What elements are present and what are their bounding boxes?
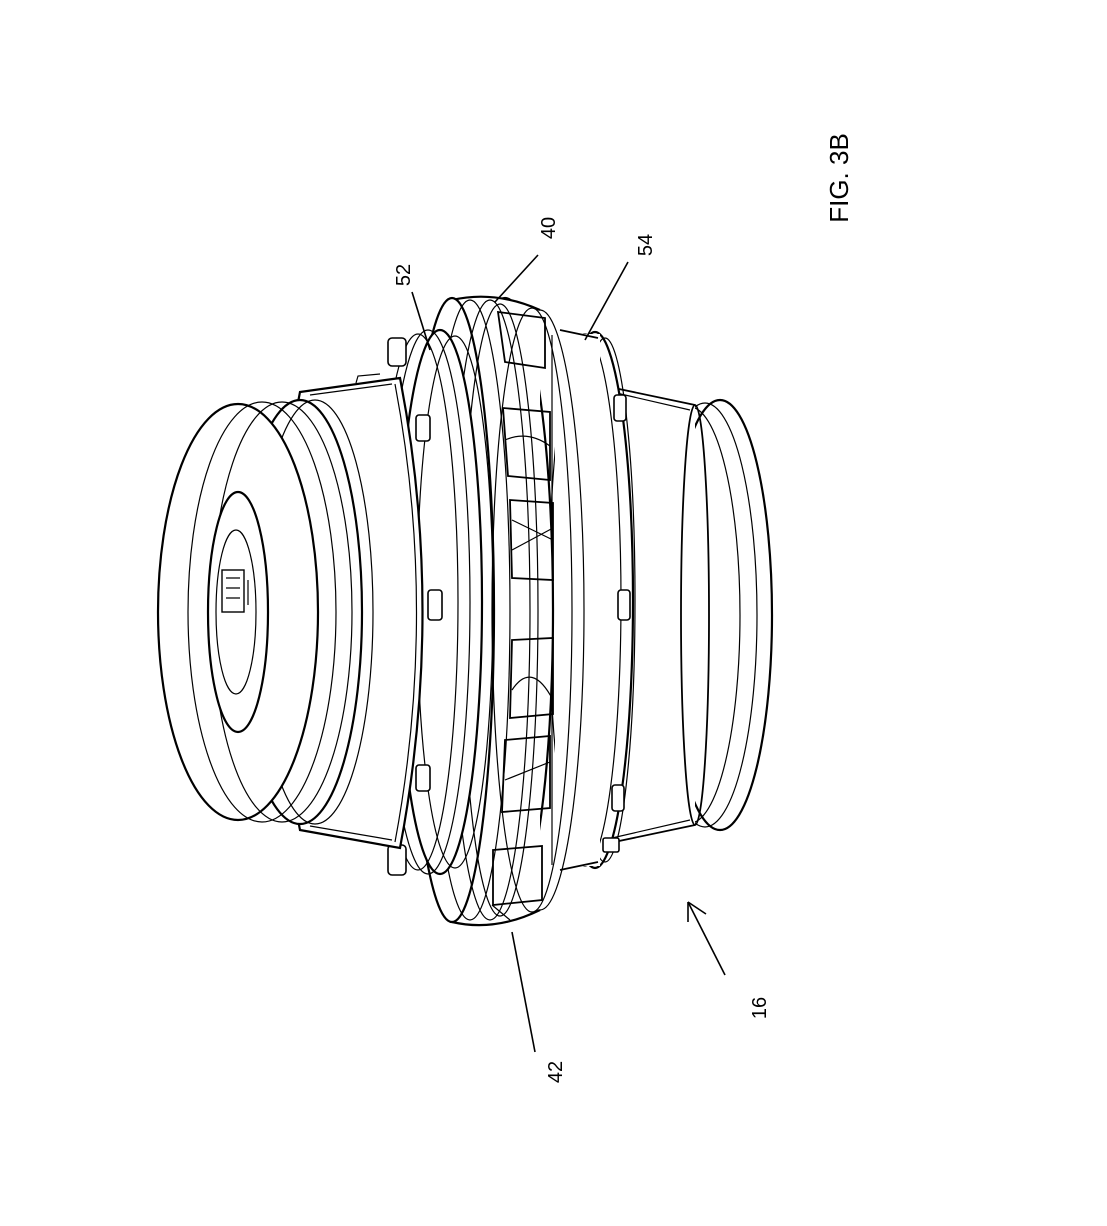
rear-flange-54	[548, 329, 636, 871]
label-52: 52	[393, 264, 415, 286]
front-cap	[156, 398, 374, 826]
label-40: 40	[538, 217, 560, 239]
figure-caption: FIG. 3B	[824, 133, 854, 223]
leader-lines	[411, 254, 726, 1053]
label-42: 42	[545, 1061, 567, 1083]
label-16: 16	[749, 997, 771, 1019]
label-54: 54	[635, 234, 657, 256]
